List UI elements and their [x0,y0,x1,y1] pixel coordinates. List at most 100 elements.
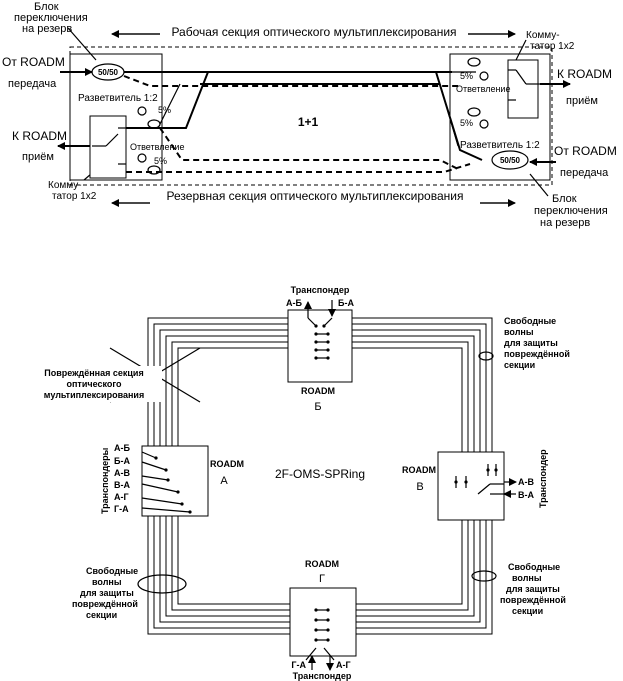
node-b-port-1: А-Б [286,298,302,308]
right-photodiode-1 [479,71,489,81]
node-v-port-1: А-В [518,477,534,487]
node-v-switches [454,464,504,495]
to-roadm-right: К ROADM [557,67,612,81]
node-b-roadm: ROADM [301,386,335,396]
node-v-label: В [416,481,423,493]
protection-mid [159,127,461,171]
right-tap-1 [467,57,481,67]
ring-diagram: Транспондер А-Б Б-А ROADM Б А-Б Б-А А-В … [28,285,570,681]
left-block-leader [67,27,97,61]
working-rx-diag-right [439,83,459,147]
node-a-label: А [220,475,228,487]
left-tap-pct-2: 5% [154,156,167,166]
left-splitter-label: Разветвитель 1:2 [78,93,158,104]
ring-name: 2F-OMS-SPRing [275,467,365,481]
right-splitter-ratio: 50/50 [500,156,521,165]
node-b-switches [307,317,333,360]
roadm-node-a [141,445,209,517]
right-switch-blade [515,69,527,85]
node-a-port-6: Г-А [114,504,129,514]
right-block-label-1: Блок [552,193,577,205]
node-a-port-1: А-Б [114,443,130,453]
right-photodiode-2 [479,119,489,129]
node-a-port-3: А-В [114,468,130,478]
node-b-transponder: Транспондер [291,285,350,295]
transmit-left: передача [8,78,57,90]
node-v-port-2: В-А [518,490,534,500]
fw-tr-1: Свободные [504,316,556,326]
node-v-transponder: Транспондер [538,449,548,508]
fw-br-5: секции [512,606,543,616]
left-switch-label-2: татор 1х2 [52,191,97,202]
node-a-port-4: В-А [114,480,130,490]
damaged-label-3: мультиплексирования [44,390,144,400]
working-label-bg [160,24,468,40]
fw-br-3: для защиты [506,584,560,594]
fw-tr-5: секции [504,360,535,370]
to-roadm-left: К ROADM [12,129,67,143]
fw-br-4: повреждённой [500,595,566,605]
node-g-transponder: Транспондер [293,671,352,681]
right-switch [507,59,539,119]
roadm-node-b [287,309,353,383]
node-g-port-2: А-Г [336,660,351,670]
fw-bl-5: секции [86,610,117,620]
working-section-label: Рабочая секция оптического мультиплексир… [171,25,456,39]
right-tap-2 [467,107,481,117]
left-switch-blade [105,133,119,147]
right-switch-label-1: Комму- [526,30,560,41]
fw-br-2: волны [512,573,542,583]
node-a-port-2: Б-А [114,456,130,466]
from-roadm-left: От ROADM [2,55,65,69]
right-tap-pct-2: 5% [460,118,473,128]
left-splitter-ratio: 50/50 [98,68,119,77]
left-photodiode-1 [137,106,147,116]
right-tap-label: Ответвление [456,84,510,94]
protection-section-label: Резервная секция оптического мультиплекс… [167,189,464,203]
one-plus-one-label: 1+1 [298,115,319,129]
fw-br-1: Свободные [508,562,560,572]
right-splitter [491,150,529,170]
node-b-label: Б [314,401,321,413]
working-rx-diag-left [159,83,181,125]
damaged-label-1: Повреждённая секция [44,368,143,378]
right-switch-label-2: татор 1х2 [530,41,575,52]
protection-tx-upper [123,75,460,87]
protection-rx-line [126,163,471,173]
left-switch-label-1: Комму- [48,180,82,191]
receive-right: приём [566,95,598,107]
left-switch [89,115,127,179]
fw-bl-1: Свободные [86,566,138,576]
right-block-label-3: на резерв [540,217,590,229]
free-waves-tr-marker [478,351,494,361]
node-b-port-2: Б-А [338,298,354,308]
right-splitter-label: Разветвитель 1:2 [460,140,540,151]
node-v-roadm: ROADM [402,465,436,475]
from-roadm-right: От ROADM [554,144,617,158]
node-a-roadm: ROADM [210,459,244,469]
left-block-label-3: на резерв [22,23,72,35]
fw-bl-4: повреждённой [72,599,138,609]
node-a-port-5: А-Г [114,492,129,502]
roadm-node-v [437,451,505,521]
fw-bl-2: волны [92,577,122,587]
damage-label-bg [28,366,162,402]
roadm-node-g [289,587,357,657]
right-switch-leader [515,39,527,61]
free-waves-br-marker [471,570,497,582]
right-tap-pct-1: 5% [460,71,473,81]
node-a-transponders: Транспондеры [100,447,110,514]
node-g-roadm: ROADM [305,559,339,569]
right-block-leader [529,173,549,197]
receive-left: приём [22,151,54,163]
right-block-label-2: переключения [534,205,608,217]
damaged-label-2: оптического [66,379,122,389]
fw-tr-2: волны [504,327,534,337]
node-a-switches [141,451,192,514]
transmit-right: передача [560,167,609,179]
fw-bl-3: для защиты [80,588,134,598]
fw-tr-3: для защиты [504,338,558,348]
left-photodiode-2 [137,153,147,163]
oms-protection-diagram: Рабочая секция оптического мультиплексир… [2,1,617,229]
